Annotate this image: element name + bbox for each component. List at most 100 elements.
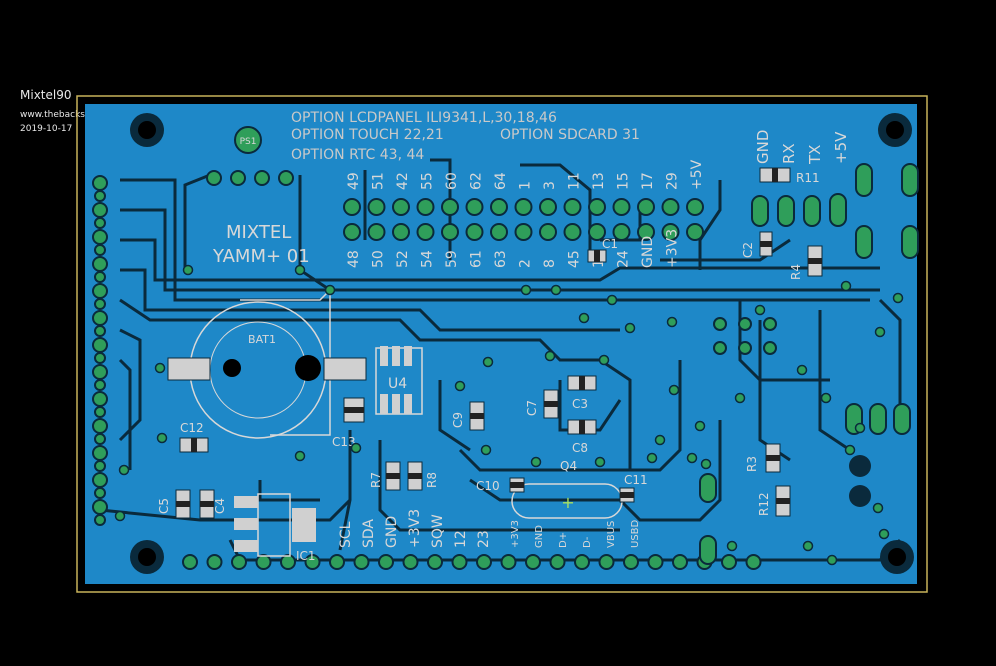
top-header-pad[interactable] bbox=[539, 223, 557, 241]
bottom-header-pad[interactable] bbox=[623, 554, 639, 570]
expansion-pad[interactable] bbox=[763, 317, 777, 331]
top-header-pad[interactable] bbox=[514, 198, 533, 216]
top-header-pad[interactable] bbox=[416, 223, 435, 241]
top-header-pad[interactable] bbox=[343, 223, 361, 241]
expansion-pad[interactable] bbox=[713, 317, 727, 331]
left-header-pad[interactable] bbox=[92, 175, 108, 191]
top-header-pad[interactable] bbox=[661, 198, 680, 216]
top-header-pad[interactable] bbox=[367, 198, 386, 216]
left-header-pad[interactable] bbox=[92, 310, 108, 326]
r8-label: R8 bbox=[425, 472, 439, 488]
bottom-header-pad[interactable] bbox=[745, 554, 762, 570]
left-header-pad[interactable] bbox=[92, 202, 108, 218]
left-header-pad[interactable] bbox=[92, 499, 108, 515]
top-header-pad[interactable] bbox=[686, 198, 704, 216]
left-header-pad[interactable] bbox=[92, 337, 108, 353]
left-header-pad[interactable] bbox=[94, 433, 106, 445]
top-header-pad[interactable] bbox=[465, 198, 484, 216]
left-header-pad[interactable] bbox=[94, 406, 106, 418]
top-header-pad[interactable] bbox=[686, 223, 704, 241]
left-header-pad[interactable] bbox=[92, 283, 108, 299]
left-header-pad[interactable] bbox=[94, 298, 106, 310]
bottom-header-pad[interactable] bbox=[329, 554, 345, 570]
top-header-pad[interactable] bbox=[612, 198, 631, 216]
left-header-pad[interactable] bbox=[94, 271, 106, 283]
top-header-pad[interactable] bbox=[367, 223, 386, 241]
bottom-header-pad[interactable] bbox=[304, 554, 321, 570]
expansion-pad[interactable] bbox=[738, 317, 752, 331]
bottom-header-pad[interactable] bbox=[451, 554, 468, 570]
top-header-pad[interactable] bbox=[465, 223, 484, 241]
bottom-header-pad[interactable] bbox=[476, 554, 492, 570]
top-header-pad[interactable] bbox=[416, 198, 435, 216]
i2c-header[interactable] bbox=[206, 170, 294, 186]
left-header-pad[interactable] bbox=[92, 418, 108, 434]
bottom-header-pad[interactable] bbox=[672, 554, 688, 570]
left-header-pad[interactable] bbox=[94, 487, 106, 499]
bottom-header-pad[interactable] bbox=[353, 554, 370, 570]
left-header-pad[interactable] bbox=[94, 514, 106, 526]
expansion-pad[interactable] bbox=[713, 341, 727, 355]
left-header-pad[interactable] bbox=[92, 229, 108, 245]
expansion-pad[interactable] bbox=[763, 341, 777, 355]
left-header-pad[interactable] bbox=[92, 364, 108, 380]
via bbox=[324, 284, 336, 296]
top-header-pad[interactable] bbox=[392, 223, 410, 241]
bottom-header-pad[interactable] bbox=[402, 554, 419, 570]
left-header-pad[interactable] bbox=[94, 352, 106, 364]
pin-label: 45 bbox=[567, 250, 583, 268]
top-header-pad[interactable] bbox=[563, 198, 582, 216]
bottom-header-pad[interactable] bbox=[378, 554, 394, 570]
top-header-pad[interactable] bbox=[588, 223, 606, 241]
top-header-pad[interactable] bbox=[563, 223, 582, 241]
top-header-pad[interactable] bbox=[490, 198, 508, 216]
bottom-header-pad[interactable] bbox=[427, 554, 443, 570]
smd-body bbox=[808, 258, 822, 264]
top-header-pad[interactable] bbox=[588, 198, 606, 216]
top-header-pad[interactable] bbox=[441, 198, 459, 216]
top-header[interactable] bbox=[343, 198, 704, 241]
left-header-pad[interactable] bbox=[94, 460, 106, 472]
ps1-pad[interactable] bbox=[234, 126, 262, 154]
left-header[interactable] bbox=[92, 175, 108, 526]
bottom-header-pad[interactable] bbox=[500, 554, 517, 570]
bottom-header-pad[interactable] bbox=[525, 554, 541, 570]
left-header-pad[interactable] bbox=[94, 217, 106, 229]
via bbox=[550, 284, 562, 296]
smd-body bbox=[594, 250, 600, 262]
usb-pin-label: GND bbox=[534, 525, 545, 548]
via bbox=[578, 312, 590, 324]
left-header-pad[interactable] bbox=[94, 244, 106, 256]
left-header-pad[interactable] bbox=[94, 190, 106, 202]
bottom-header-pad[interactable] bbox=[598, 554, 615, 570]
bottom-header-pad[interactable] bbox=[255, 554, 272, 570]
left-header-pad[interactable] bbox=[92, 472, 108, 488]
left-header-pad[interactable] bbox=[94, 325, 106, 337]
bottom-header[interactable] bbox=[182, 554, 762, 570]
top-header-pad[interactable] bbox=[539, 198, 557, 216]
top-header-pad[interactable] bbox=[637, 198, 655, 216]
left-header-pad[interactable] bbox=[92, 445, 108, 461]
bottom-header-pad[interactable] bbox=[182, 554, 198, 570]
top-header-pad[interactable] bbox=[441, 223, 459, 241]
bottom-header-pad[interactable] bbox=[280, 554, 296, 570]
bottom-header-pad[interactable] bbox=[206, 554, 223, 570]
bottom-header-pad[interactable] bbox=[549, 554, 566, 570]
top-header-pad[interactable] bbox=[392, 198, 410, 216]
bottom-header-pad[interactable] bbox=[231, 554, 247, 570]
left-header-pad[interactable] bbox=[92, 256, 108, 272]
top-header-pad[interactable] bbox=[343, 198, 361, 216]
bottom-header-pad[interactable] bbox=[574, 554, 590, 570]
bottom-header-pad[interactable] bbox=[721, 554, 737, 570]
serial-header[interactable] bbox=[751, 195, 821, 227]
top-header-pad[interactable] bbox=[490, 223, 508, 241]
bottom-header-pad[interactable] bbox=[647, 554, 664, 570]
top-header-pad[interactable] bbox=[514, 223, 533, 241]
left-header-pad[interactable] bbox=[94, 379, 106, 391]
top-header-pad[interactable] bbox=[661, 223, 680, 241]
left-header-pad[interactable] bbox=[92, 391, 108, 407]
expansion-pad[interactable] bbox=[738, 341, 752, 355]
top-header-pad[interactable] bbox=[612, 223, 631, 241]
top-header-pad[interactable] bbox=[637, 223, 655, 241]
